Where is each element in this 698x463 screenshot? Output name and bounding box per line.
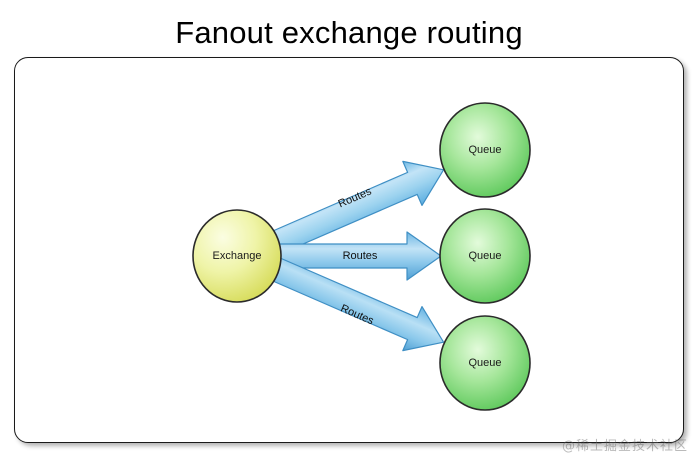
exchange-label: Exchange	[213, 250, 262, 262]
node-queue-middle[interactable]: Queue	[439, 208, 531, 304]
exchange-circle	[192, 209, 282, 303]
edge-bottom-arrow	[267, 256, 445, 352]
node-queue-bottom[interactable]: Queue	[439, 315, 531, 411]
node-exchange[interactable]: Exchange	[192, 209, 282, 303]
node-queue-top[interactable]: Queue	[439, 102, 531, 198]
queue-middle-circle	[439, 208, 531, 304]
edge-middle-label: Routes	[343, 250, 378, 262]
queue-bottom-label: Queue	[468, 357, 501, 369]
queue-bottom-circle	[439, 315, 531, 411]
queue-middle-label: Queue	[468, 250, 501, 262]
queue-top-label: Queue	[468, 144, 501, 156]
diagram-frame: Routes Routes Routes Exchange Queue Queu…	[14, 57, 684, 443]
page-title: Fanout exchange routing	[175, 15, 523, 50]
queue-top-circle	[439, 102, 531, 198]
watermark: @稀土掘金技术社区	[561, 439, 688, 454]
fanout-routing-diagram: Routes Routes Routes Exchange Queue Queu…	[192, 102, 531, 411]
